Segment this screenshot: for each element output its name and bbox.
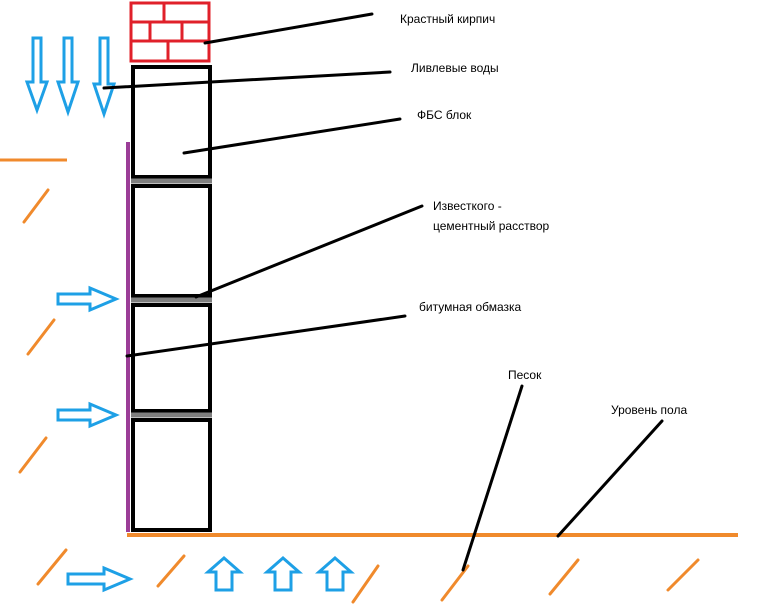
leader-line-fbs [182, 117, 402, 155]
rainwater-arrows [24, 36, 117, 119]
leader-line-mortar [194, 204, 424, 299]
soil-hatch [440, 564, 470, 602]
leader-line-bitumen [125, 314, 407, 358]
soil-hatch [548, 558, 580, 596]
arrow-right-icon [56, 401, 120, 429]
fbs-block [131, 184, 212, 298]
red-brick [129, 1, 211, 63]
soil-hatch [36, 548, 68, 586]
soil-hatch [18, 436, 48, 474]
label-sand: Песок [508, 368, 542, 382]
fbs-blocks [131, 65, 212, 532]
label-fbs-block: ФБС блок [417, 108, 472, 122]
brick-outline [129, 1, 211, 63]
arrow-up-icon [204, 556, 244, 592]
groundwater-arrows [56, 285, 134, 593]
arrow-right-icon [66, 565, 134, 593]
label-mortar-line2: цементный расствор [433, 219, 550, 233]
leader-line-water [102, 70, 392, 90]
arrow-up-icon [263, 556, 303, 592]
label-mortar-line1: Известкого - [433, 199, 502, 213]
arrow-down-icon [55, 36, 81, 117]
arrow-up-icon [315, 556, 355, 592]
arrow-down-icon [24, 36, 50, 115]
mortar-joints [131, 178, 212, 418]
leader-lines [102, 12, 664, 572]
soil-hatch [666, 558, 700, 592]
arrow-right-icon [56, 285, 120, 313]
label-water: Ливлевые воды [411, 61, 499, 75]
fbs-block [131, 303, 212, 413]
soil-hatch [26, 318, 56, 356]
soil-hatch [22, 188, 50, 224]
label-floor-level: Уровень пола [611, 403, 688, 417]
soil-hatching [18, 188, 700, 604]
capillary-water-arrows [204, 556, 355, 592]
leader-line-brick [203, 12, 374, 45]
arrow-down-icon [91, 36, 117, 119]
label-brick: Крастный кирпич [400, 12, 496, 26]
soil-hatch [156, 554, 186, 588]
leader-line-sand [461, 384, 524, 572]
label-bitumen: битумная обмазка [419, 300, 522, 314]
soil-hatch [351, 564, 380, 604]
fbs-block [131, 418, 212, 532]
leader-line-floor [556, 419, 664, 538]
